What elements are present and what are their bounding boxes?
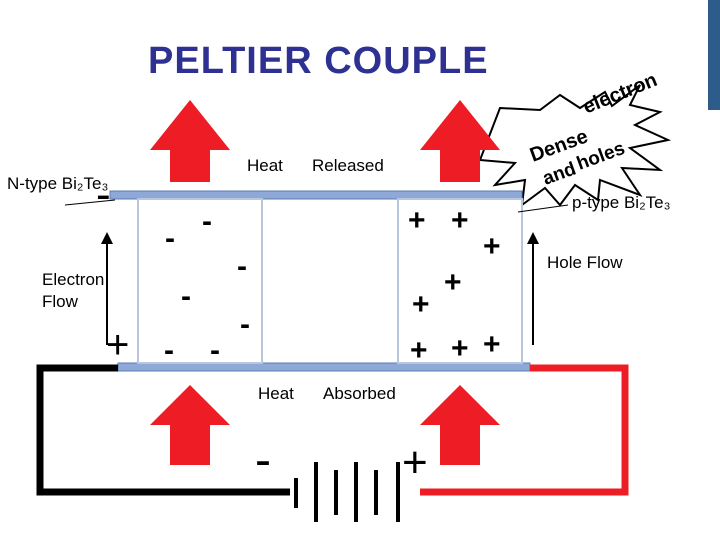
top-plate [109, 190, 523, 200]
hole-charge: + [483, 230, 501, 263]
hole-charge: + [410, 334, 428, 367]
n-type-block [137, 198, 263, 364]
hole-charge: + [483, 328, 501, 361]
slide-edge-bar [708, 0, 720, 110]
p-type-label: p-type Bi₂Te₃ [572, 193, 671, 212]
electron-charge: - [210, 334, 220, 367]
battery-plus-symbol: + [402, 438, 428, 487]
electron-flow-label-2: Flow [42, 292, 78, 311]
hole-charge: + [444, 266, 462, 299]
heat-top-label: Heat [247, 156, 283, 175]
heat-arrow-bottom-right [420, 385, 500, 465]
n-type-pointer [64, 199, 116, 206]
hole-charge: + [412, 288, 430, 321]
n-type-label: N-type Bi₂Te₃ [7, 174, 109, 193]
wire-positive [420, 364, 629, 496]
heat-bottom-label: Heat [258, 384, 294, 403]
hole-charge: + [451, 332, 469, 365]
battery [294, 462, 400, 522]
battery-minus-symbol: - [255, 434, 271, 487]
electron-charge: - [237, 250, 247, 283]
electron-charge: - [164, 334, 174, 367]
starburst-callout [478, 84, 672, 208]
absorbed-label: Absorbed [323, 384, 396, 403]
n-terminal-minus: - [96, 170, 111, 219]
n-terminal-plus: + [106, 323, 130, 367]
page-title: PELTIER COUPLE [148, 40, 489, 82]
electron-flow-arrowhead [101, 232, 113, 244]
heat-arrow-top-left [150, 100, 230, 182]
hole-charge: + [408, 204, 426, 237]
released-label: Released [312, 156, 384, 175]
electron-flow-label-1: Electron [42, 270, 105, 289]
hole-flow-arrowhead [527, 232, 539, 244]
hole-charge: + [451, 204, 469, 237]
electron-charge: - [240, 308, 250, 341]
hole-flow-label: Hole Flow [547, 253, 623, 272]
electron-charge: - [181, 280, 191, 313]
p-type-block [397, 198, 523, 364]
wire-negative [36, 364, 290, 496]
p-type-pointer [517, 204, 569, 213]
electron-charge: - [165, 222, 175, 255]
heat-arrow-top-right [420, 100, 500, 182]
heat-arrow-bottom-left [150, 385, 230, 465]
electron-charge: - [202, 205, 212, 238]
